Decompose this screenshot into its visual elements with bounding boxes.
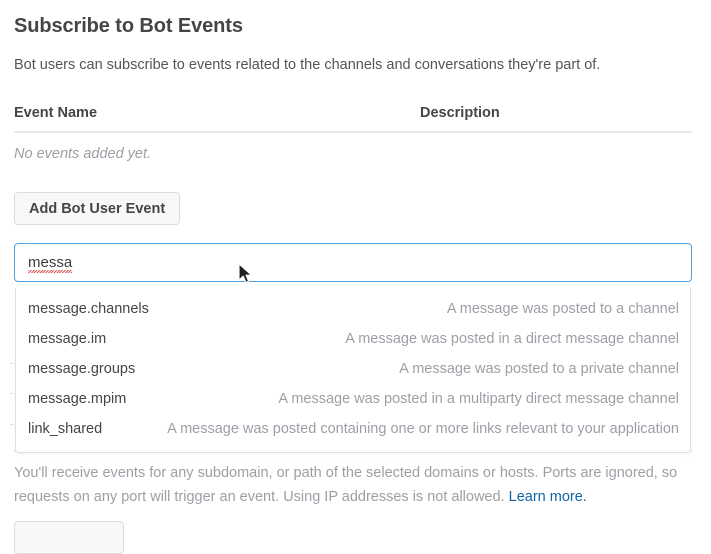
add-bot-user-event-button[interactable]: Add Bot User Event [14, 192, 181, 225]
search-input-value: messa [28, 254, 73, 273]
list-item[interactable]: message.channels A message was posted to… [16, 294, 690, 324]
footer-button-partial[interactable] [14, 521, 124, 554]
list-item[interactable]: link_shared A message was posted contain… [16, 414, 690, 444]
column-header-event-name: Event Name [14, 105, 98, 121]
suggestion-name: message.im [28, 331, 107, 347]
bot-events-page: Subscribe to Bot Events Bot users can su… [10, 15, 692, 554]
search-input[interactable]: messa [28, 244, 73, 281]
suggestion-name: link_shared [28, 421, 103, 437]
suggestion-name: message.mpim [28, 391, 127, 407]
event-suggestions-dropdown[interactable]: message.channels A message was posted to… [15, 288, 691, 453]
column-header-description: Description [420, 105, 500, 121]
suggestion-description: A message was posted containing one or m… [167, 421, 679, 437]
table-header-divider [14, 131, 692, 133]
event-search-field[interactable]: messa [14, 243, 692, 282]
background-edge-mark [10, 363, 13, 364]
suggestion-description: A message was posted to a private channe… [399, 361, 679, 377]
suggestion-description: A message was posted in a multiparty dir… [278, 391, 679, 407]
add-bot-user-event-label: Add Bot User Event [29, 200, 166, 217]
empty-state-message: No events added yet. [14, 146, 152, 162]
footer-help-text: You'll receive events for any subdomain,… [14, 461, 686, 509]
suggestion-description: A message was posted to a channel [446, 301, 679, 317]
suggestion-name: message.groups [28, 361, 136, 377]
page-subtitle: Bot users can subscribe to events relate… [14, 57, 601, 73]
background-edge-mark [10, 424, 13, 425]
list-item[interactable]: message.im A message was posted in a dir… [16, 324, 690, 354]
learn-more-link[interactable]: Learn more. [508, 489, 587, 505]
suggestion-description: A message was posted in a direct message… [345, 331, 679, 347]
page-title: Subscribe to Bot Events [14, 15, 243, 37]
events-table-header: Event Name Description [14, 103, 692, 123]
suggestion-name: message.channels [28, 301, 149, 317]
list-item[interactable]: message.mpim A message was posted in a m… [16, 384, 690, 414]
background-edge-mark [10, 393, 13, 394]
footer-help-sentence: You'll receive events for any subdomain,… [14, 465, 678, 505]
list-item[interactable]: message.groups A message was posted to a… [16, 354, 690, 384]
